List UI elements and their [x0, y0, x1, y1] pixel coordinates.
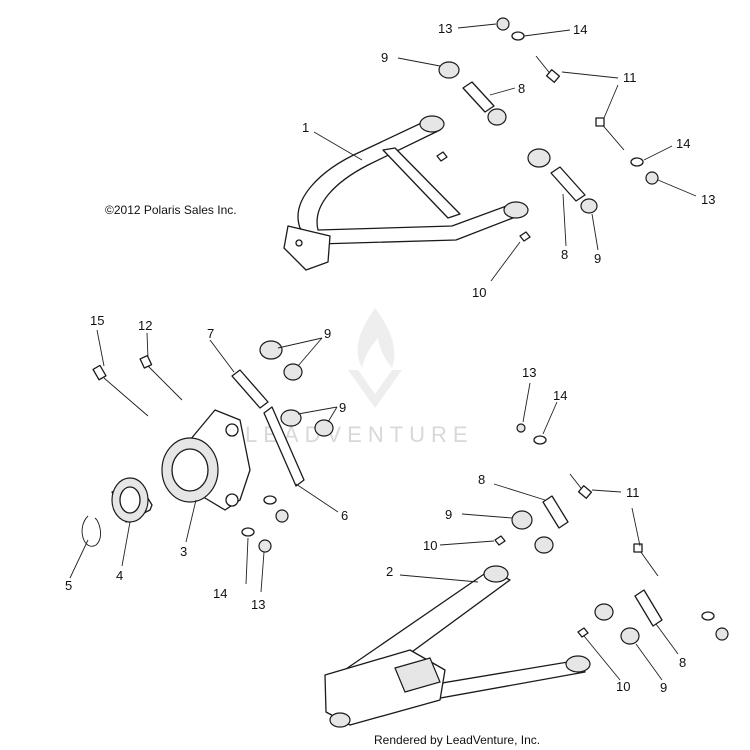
- callout-10: 10: [616, 679, 630, 694]
- bushing-9-group: [259, 61, 640, 645]
- callout-10: 10: [423, 538, 437, 553]
- callout-13: 13: [438, 21, 452, 36]
- bolt-12: [139, 354, 183, 401]
- callout-2: 2: [386, 564, 393, 579]
- bushing-9c: [527, 148, 551, 168]
- bolt-15: [92, 364, 149, 417]
- bushing-9e: [259, 340, 283, 360]
- sleeve-8-lower-a: [542, 495, 569, 529]
- sleeve-6: [263, 406, 305, 487]
- callout-14: 14: [676, 136, 690, 151]
- bushing-9i: [511, 510, 533, 530]
- callout-8: 8: [478, 472, 485, 487]
- callout-14: 14: [213, 586, 227, 601]
- callout-11: 11: [626, 485, 640, 500]
- callout-8: 8: [679, 655, 686, 670]
- callout-7: 7: [207, 326, 214, 341]
- bushing-9d: [580, 198, 598, 214]
- bushing-9b: [487, 108, 507, 126]
- sleeve-8-upper-b: [550, 166, 586, 202]
- callout-13: 13: [251, 597, 265, 612]
- bushing-9l: [620, 627, 640, 645]
- footer-credit: Rendered by LeadVenture, Inc.: [374, 733, 541, 747]
- callout-15: 15: [90, 313, 104, 328]
- callout-12: 12: [138, 318, 152, 333]
- callout-9: 9: [594, 251, 601, 266]
- bushing-9k: [594, 603, 614, 621]
- callout-14: 14: [573, 22, 587, 37]
- callout-10: 10: [472, 285, 486, 300]
- bushing-9f: [283, 363, 303, 381]
- callout-9: 9: [445, 507, 452, 522]
- callout-9: 9: [339, 400, 346, 415]
- callout-1: 1: [302, 120, 309, 135]
- grease-fitting-group: [436, 151, 589, 638]
- upper-a-arm: [283, 115, 529, 271]
- callout-13: 13: [701, 192, 715, 207]
- snap-ring: [81, 515, 101, 547]
- leader-lines: [69, 23, 697, 681]
- callout-9: 9: [381, 50, 388, 65]
- lower-a-arm: [324, 565, 591, 728]
- watermark-logo-icon: [348, 308, 402, 408]
- copyright-text: ©2012 Polaris Sales Inc.: [105, 203, 237, 217]
- washer-14-group: [241, 31, 715, 621]
- callout-3: 3: [180, 544, 187, 559]
- sleeve-8-lower-b: [634, 589, 663, 627]
- bearing-carrier: [161, 409, 251, 511]
- bushing-9h: [314, 419, 334, 437]
- nut-13-group: [258, 17, 729, 641]
- bushing-9j: [534, 536, 554, 554]
- callout-8: 8: [518, 81, 525, 96]
- wheel-bearing: [111, 477, 153, 523]
- callout-9: 9: [660, 680, 667, 695]
- callout-labels: 13 14 9 8 11 1 14 13 8 9 10 15 12 7 9 9 …: [65, 21, 715, 695]
- callout-5: 5: [65, 578, 72, 593]
- bushing-9a: [438, 61, 460, 79]
- bolt-11-group: [535, 55, 659, 577]
- callout-4: 4: [116, 568, 123, 583]
- callout-14: 14: [553, 388, 567, 403]
- callout-6: 6: [341, 508, 348, 523]
- callout-11: 11: [623, 70, 637, 85]
- sleeve-7: [231, 369, 269, 409]
- sleeve-8-upper-a: [462, 81, 495, 113]
- callout-8: 8: [561, 247, 568, 262]
- callout-13: 13: [522, 365, 536, 380]
- bushing-9g: [280, 409, 302, 427]
- callout-9: 9: [324, 326, 331, 341]
